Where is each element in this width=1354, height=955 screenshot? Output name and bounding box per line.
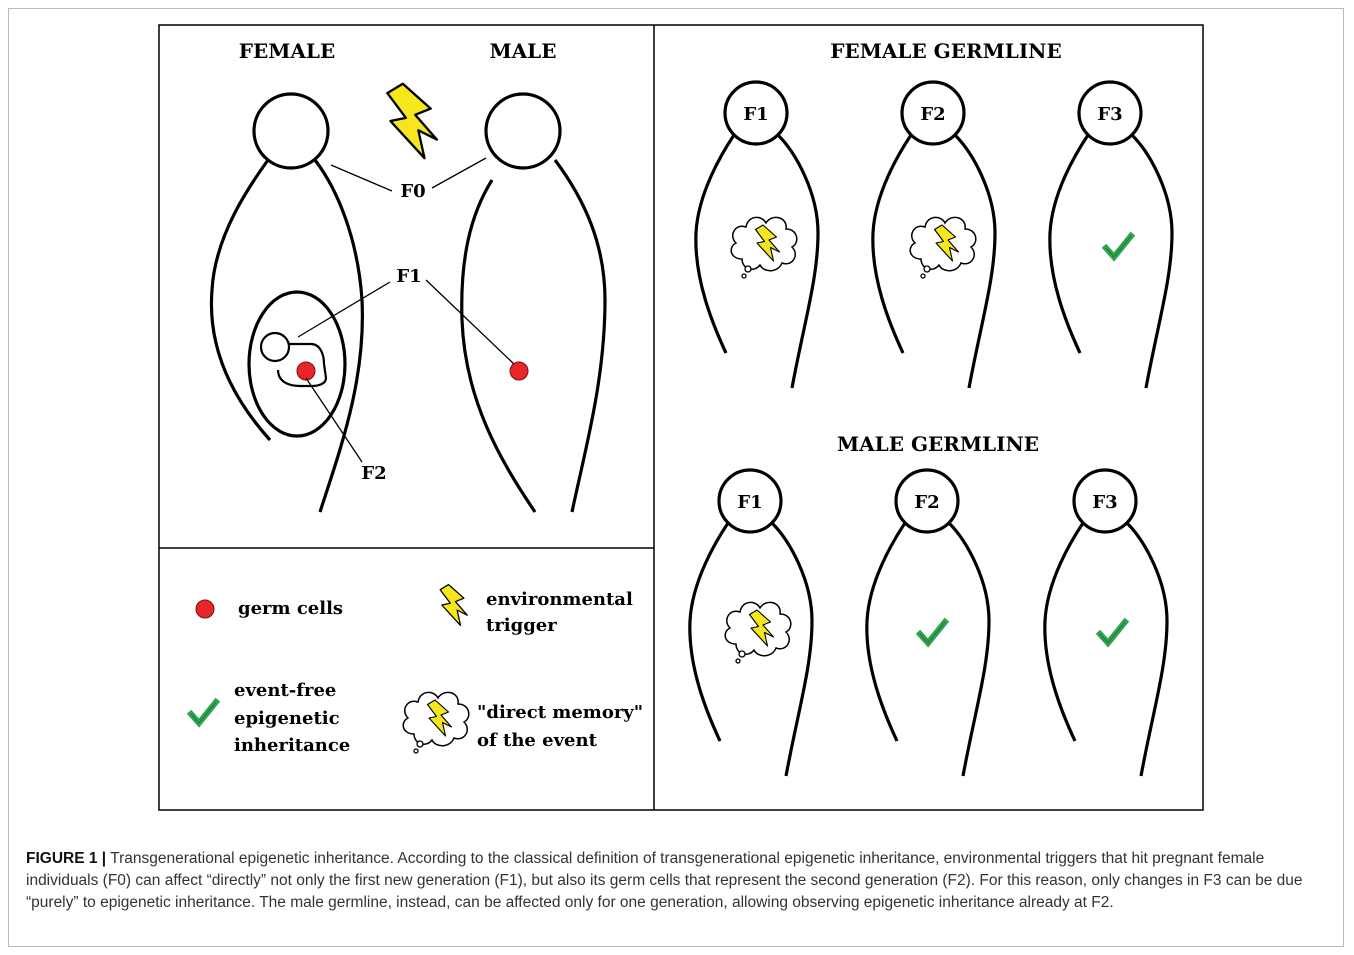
figure-caption: FIGURE 1 | Transgenerational epigenetic … [26,848,1336,914]
male-germline-f2 [867,470,989,776]
legend-lightning-icon [440,585,467,626]
female-f1-memory-icon [731,217,797,278]
caption-text: Transgenerational epigenetic inheritance… [26,850,1303,911]
male-germline-f3 [1045,470,1167,776]
male-f2-check-icon [920,622,945,643]
legend-direct-memory-line2: of the event [477,730,598,751]
label-f2: F2 [361,463,386,484]
legend-germ-cell-icon [196,600,214,618]
male-germline-heading: MALE GERMLINE [837,432,1039,456]
male-germline-f2-label: F2 [914,492,939,513]
male-heading: MALE [490,39,557,63]
male-f1-memory-icon [725,602,791,663]
label-f0: F0 [400,181,425,202]
female-germ-cell [297,362,315,380]
legend-event-free-line3: inheritance [234,735,350,756]
male-f0-figure [462,94,605,512]
male-germline-f1-label: F1 [737,492,762,513]
female-f0-figure [211,94,362,512]
fetus-head [261,333,289,361]
caption-label: FIGURE 1 | [26,850,106,867]
male-germ-cell [510,362,528,380]
legend-env-line2: trigger [486,615,557,636]
legend-cloud-icon [403,692,469,753]
legend-direct-memory-line1: "direct memory" [477,702,643,723]
legend-check-icon [191,702,216,723]
female-germline-f3-label: F3 [1097,104,1122,125]
legend-germ-cells: germ cells [238,598,343,619]
female-f2-memory-icon [910,217,976,278]
label-f1: F1 [396,266,421,287]
female-germline-f2-label: F2 [920,104,945,125]
female-germline-f1-label: F1 [743,104,768,125]
male-germline-f3-label: F3 [1092,492,1117,513]
trigger-lightning-icon [387,84,437,158]
female-f3-check-icon [1106,236,1131,257]
legend-env-line1: environmental [486,589,633,610]
female-germline-heading: FEMALE GERMLINE [830,39,1061,63]
legend-event-free-line2: epigenetic [234,708,340,729]
legend-event-free-line1: event-free [234,680,336,701]
female-germline-f3 [1050,82,1172,388]
female-heading: FEMALE [239,39,335,63]
male-f3-check-icon [1100,622,1125,643]
